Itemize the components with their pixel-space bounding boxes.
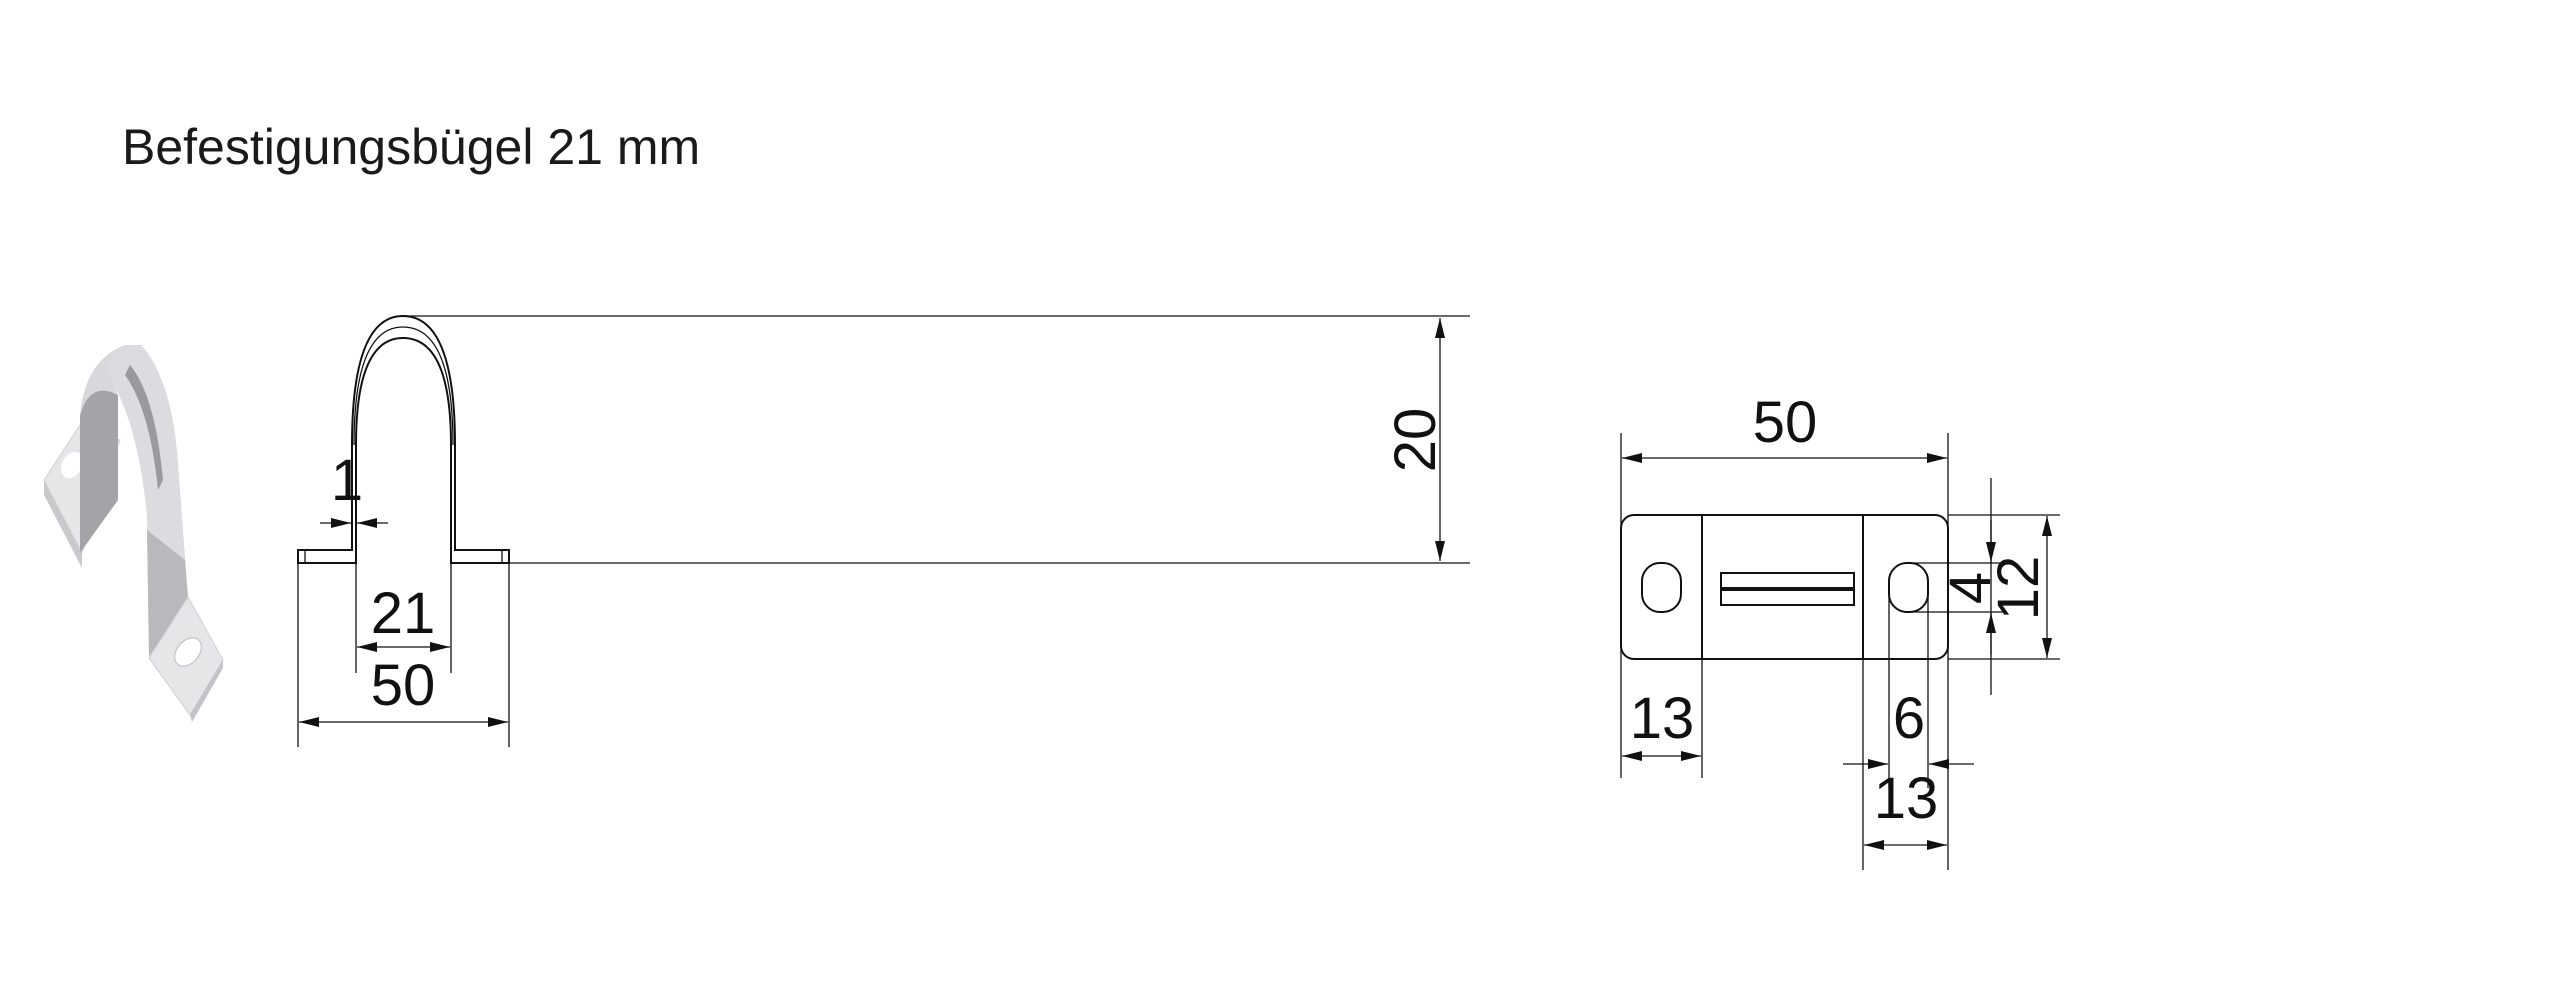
page-title: Befestigungsbügel 21 mm — [122, 119, 701, 175]
dim-flange-left: 13 — [1630, 686, 1695, 751]
dim-thickness: 1 — [331, 448, 363, 513]
right-flange-side — [190, 660, 223, 722]
dim-total-length: 50 — [1753, 390, 1818, 455]
bracket-middle-arc — [353, 326, 454, 446]
slot — [1720, 572, 1855, 606]
right-hole — [1888, 562, 1929, 613]
dim-total-width: 50 — [371, 653, 436, 718]
dim-inner-width: 21 — [371, 581, 436, 646]
left-flange-hole — [60, 451, 84, 479]
left-flange-side — [44, 480, 82, 568]
dim-width: 12 — [1986, 556, 2051, 621]
left-hole — [1641, 562, 1682, 613]
band-lower-shade — [147, 530, 188, 657]
dim-hole-width: 4 — [1938, 572, 2003, 604]
dim-height: 20 — [1383, 408, 1448, 473]
dim-hole-length: 6 — [1893, 686, 1925, 751]
dim-flange-right: 13 — [1874, 766, 1939, 831]
band-back-edge — [80, 345, 145, 415]
top-view: 50 13 6 13 4 12 — [1620, 390, 2060, 870]
right-flange-hole — [174, 637, 202, 667]
front-view: 20 1 21 50 — [297, 314, 1470, 747]
leg-inner-face — [80, 390, 118, 553]
bracket-outline — [297, 314, 510, 564]
isometric-view — [43, 345, 224, 722]
band-groove — [125, 365, 163, 490]
